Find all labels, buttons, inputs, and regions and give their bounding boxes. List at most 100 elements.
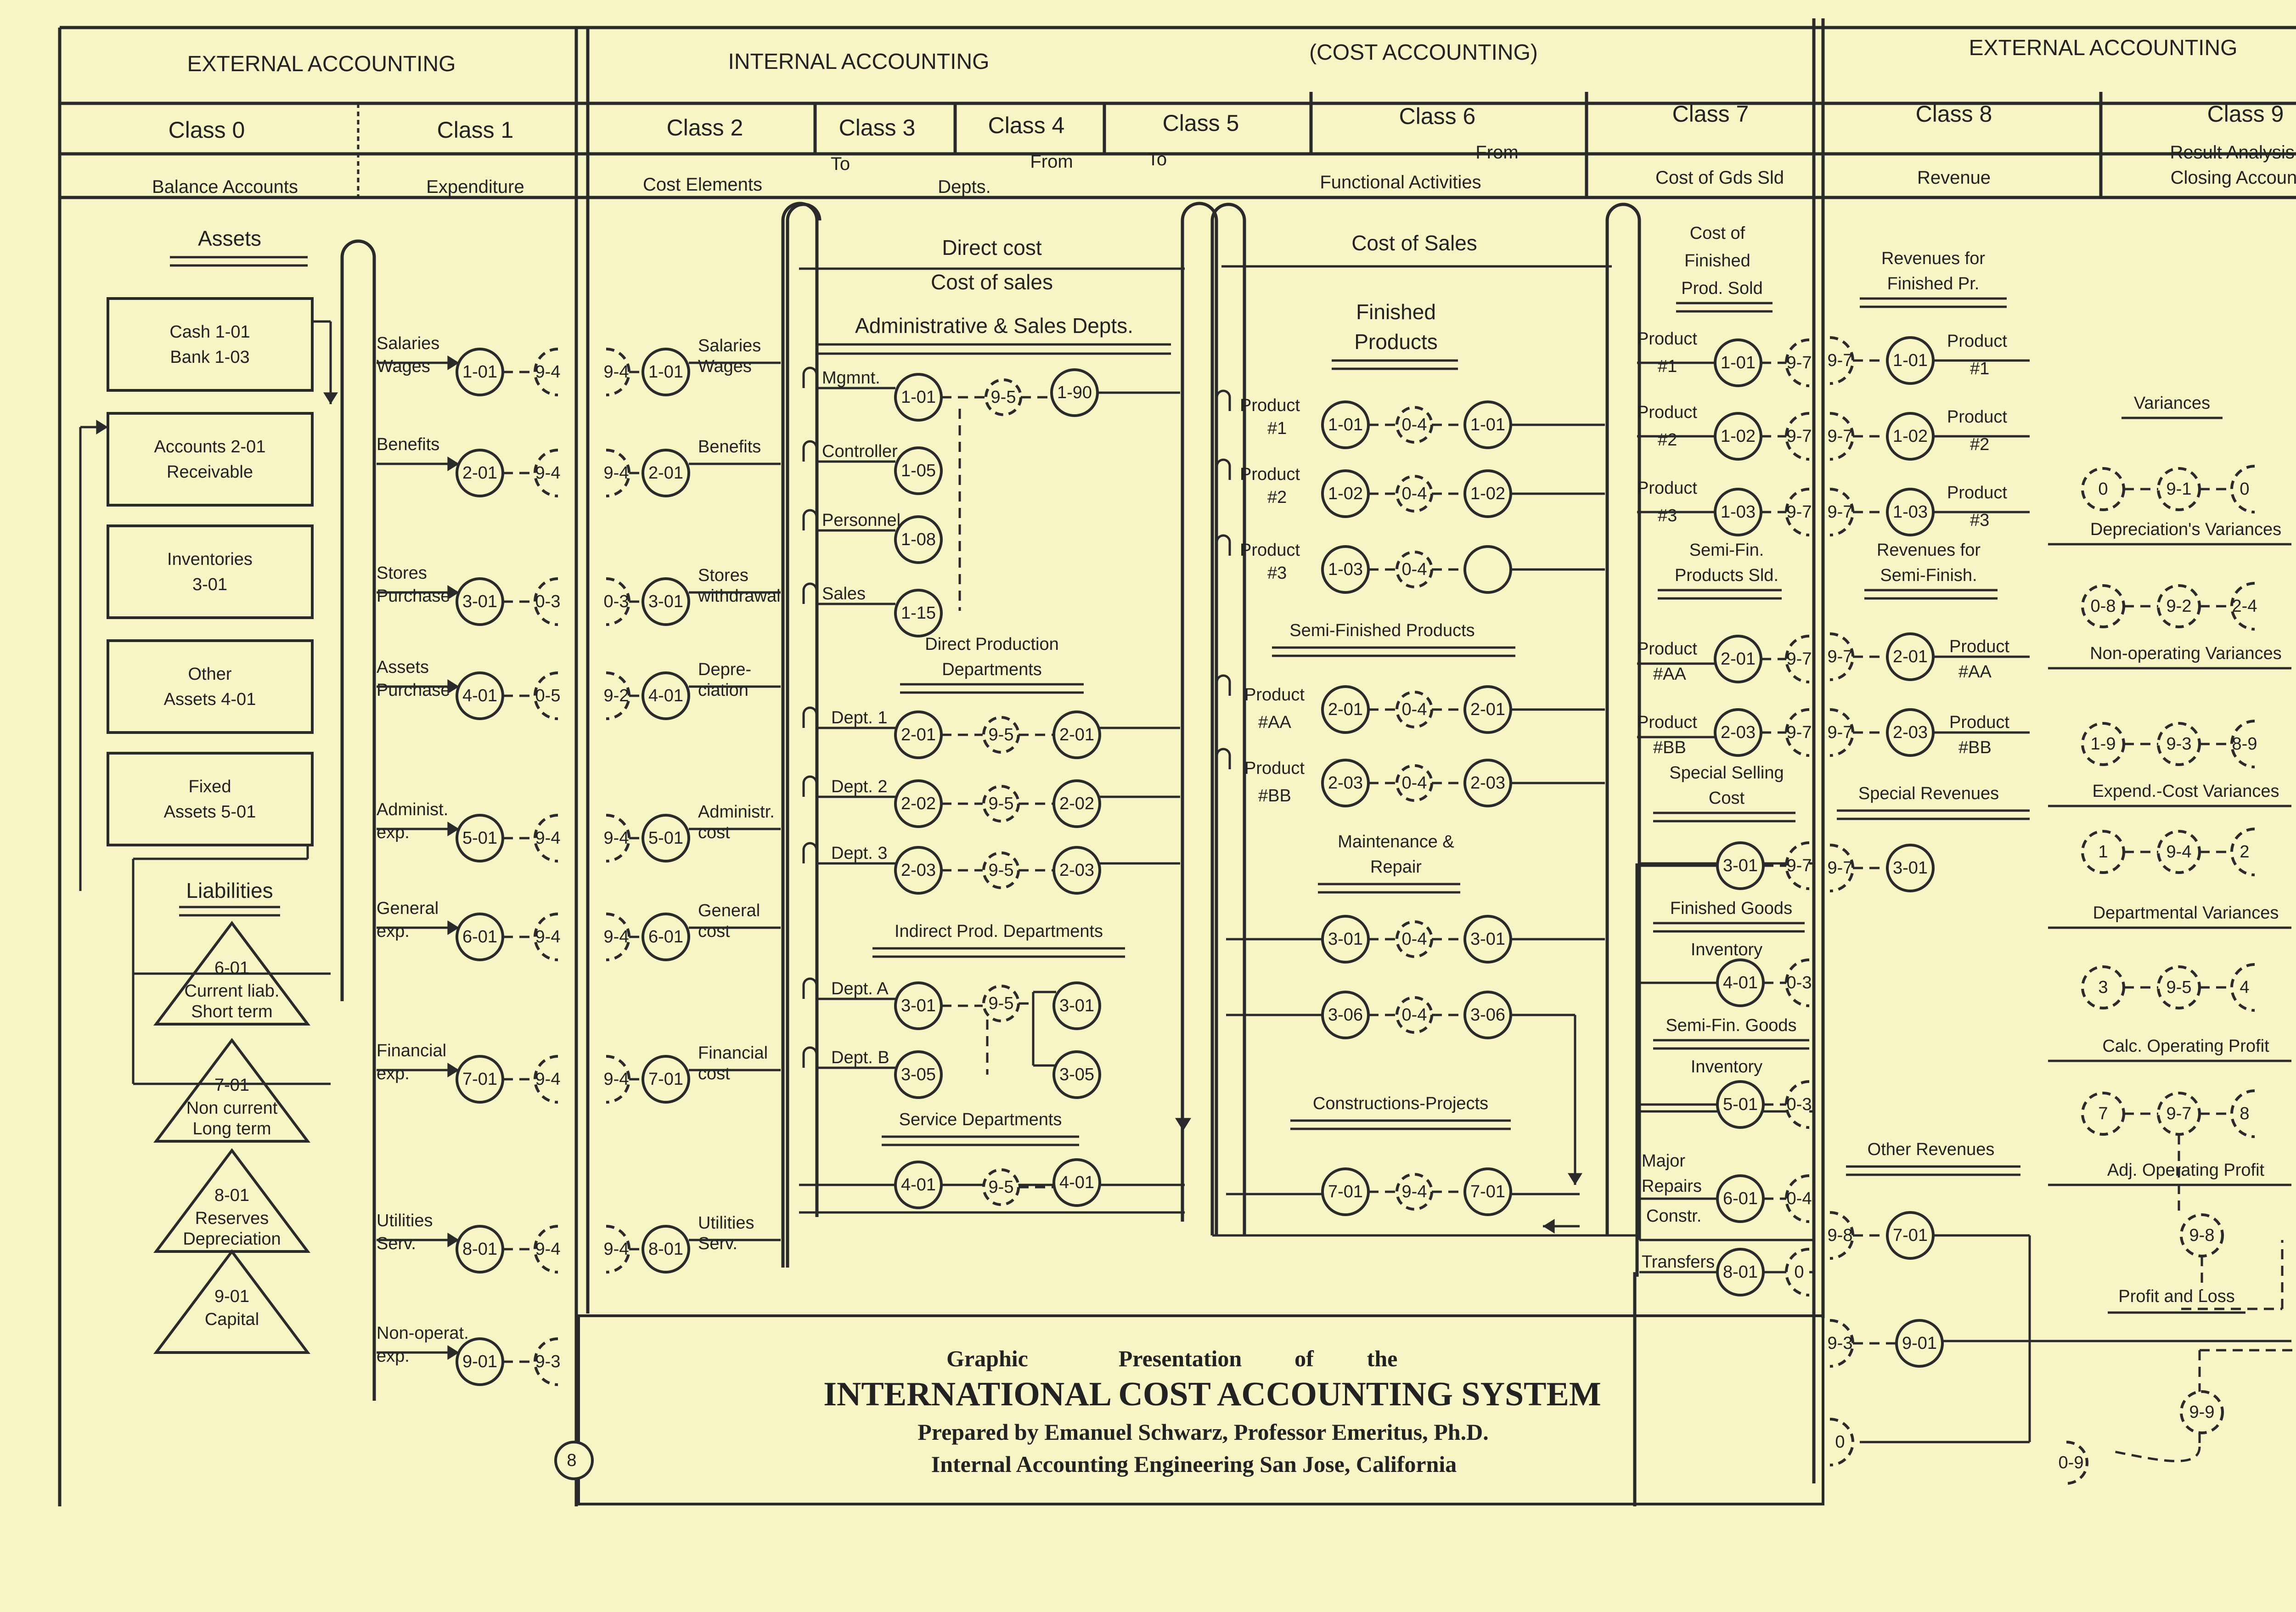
c1-row-0-label2: Wages: [377, 357, 430, 376]
semi-1-n2-label: 0-4: [1402, 773, 1427, 793]
indirect-0-n2-label: 9-5: [989, 994, 1014, 1013]
class-9-title: Class 9: [2207, 101, 2284, 127]
c1-row-5-mid2: [606, 913, 630, 961]
c7-prod-1-label2: #2: [1658, 430, 1677, 450]
asset-box-2: [107, 524, 314, 619]
c7-transfers-edge-label: 0: [1794, 1263, 1804, 1282]
c1-row-8-mid1: [534, 1337, 558, 1386]
c1-row-7-arrow: [447, 1233, 459, 1247]
c1-row-5-label2: exp.: [377, 922, 410, 941]
c7-semi-1-label1: Product: [1637, 713, 1697, 732]
c1-row-2-mid2: [606, 577, 630, 626]
indirect-0-node-label: 3-01: [901, 996, 936, 1015]
asset-box-1-line1: Accounts 2-01: [154, 437, 266, 457]
variances-title: Variances: [2134, 394, 2210, 413]
admin-0-node-label: 1-01: [901, 388, 936, 407]
class-4-title: Class 4: [988, 113, 1065, 138]
header-cost: (COST ACCOUNTING): [1309, 40, 1538, 65]
c9-row-5-c: [2230, 1089, 2255, 1138]
c7-transfers-edge: [1785, 1248, 1810, 1296]
c9-row-0-a-label: 0: [2098, 479, 2108, 499]
c1-row-6-label1: Financial: [377, 1041, 446, 1060]
caption-title: INTERNATIONAL COST ACCOUNTING SYSTEM: [823, 1375, 1601, 1413]
func-cost-of-sales: Cost of Sales: [1351, 231, 1477, 255]
c8-prod-2-label2: #3: [1970, 511, 1989, 530]
caption-line1d: the: [1367, 1346, 1398, 1371]
c9-row-4-b-label: 9-5: [2167, 978, 2192, 997]
c8-other-edge-label: 9-8: [1828, 1226, 1853, 1245]
c1-row-4-label1: Administ.: [377, 800, 448, 819]
c1-row-1-mid2-label: 9-4: [604, 463, 629, 483]
admin-3-node-label: 1-15: [901, 603, 936, 623]
admin-1-label: Controller: [822, 442, 898, 461]
c2-row-4-label1: Administr.: [698, 802, 775, 822]
c1-row-2-label2: Purchase: [377, 586, 450, 606]
c7-prod-0-edge: [1785, 338, 1810, 387]
direct-1-n3: [1052, 779, 1101, 828]
c1-row-1-mid2: [606, 449, 630, 497]
semi-0-node-label: 2-01: [1328, 700, 1363, 719]
liability-1-code: 7-01: [214, 1076, 249, 1095]
c1-row-3-mid1: [534, 671, 558, 720]
service-n3-label: 4-01: [1059, 1173, 1094, 1192]
c7-major-edge: [1785, 1174, 1810, 1223]
fin-1-label1: Product: [1240, 465, 1300, 484]
class-0-title: Class 0: [169, 117, 245, 143]
c8-semi-0-label1: Product: [1949, 637, 2009, 656]
c1-row-1-mid1: [534, 449, 558, 497]
class-3-title: Class 3: [839, 115, 916, 141]
c1-row-5-label1: General: [377, 899, 439, 918]
c7-fg-1: Finished Goods: [1670, 899, 1792, 918]
asset-box-3: [107, 639, 314, 734]
c7-special-edge-label: 9-7: [1787, 856, 1812, 875]
header-internal: INTERNAL ACCOUNTING: [728, 50, 990, 74]
c2-row-7-node-label: 8-01: [648, 1240, 683, 1259]
fin-1-n2-label: 0-4: [1402, 484, 1427, 503]
fin-0-n3-label: 1-01: [1470, 415, 1505, 434]
fin-2-n2-label: 0-4: [1402, 560, 1427, 579]
class-5-sub: To: [1148, 149, 1167, 169]
c8-bottom-node-label: 9-01: [1902, 1334, 1937, 1353]
semi-1-label2: #BB: [1258, 786, 1291, 806]
direct-1-hook: [802, 775, 818, 797]
c1-row-0-mid1: [534, 348, 558, 396]
c1-row-3-label1: Assets: [377, 658, 429, 677]
direct-1-n3-label: 2-02: [1059, 794, 1094, 813]
c8-semi-1-edge: [1829, 708, 1854, 757]
direct-0-n2-label: 9-5: [989, 725, 1014, 744]
c1-row-4-mid2-label: 9-4: [604, 829, 629, 848]
fin-2-n3: [1463, 545, 1512, 594]
c1-row-5-mid1-label: 9-4: [535, 927, 561, 947]
c1-row-6-mid2-label: 9-4: [604, 1070, 629, 1089]
semi-1-label1: Product: [1244, 759, 1305, 778]
direct-0-label: Dept. 1: [831, 708, 888, 727]
c9-row-1-c: [2230, 582, 2255, 631]
c8-prod-0-label1: Product: [1947, 332, 2007, 351]
indirect-0-n3: [1052, 981, 1101, 1030]
c8-prod-2-node-label: 1-03: [1893, 502, 1928, 522]
c2-row-0-label2: Wages: [698, 357, 752, 376]
liability-triangle-0: [153, 921, 310, 1026]
direct-2-node-label: 2-03: [901, 861, 936, 880]
admin-0-label: Mgmnt.: [822, 368, 880, 388]
semi-1-node-label: 2-03: [1328, 773, 1363, 793]
c1-row-2-mid1-label: 0-3: [535, 592, 561, 611]
semi-0-n2-label: 0-4: [1402, 700, 1427, 719]
class-8-title: Class 8: [1916, 101, 1992, 127]
class1-bottom-node: [554, 1441, 594, 1480]
asset-box-0-line1: Cash 1-01: [169, 322, 250, 342]
asset-box-4-line2: Assets 5-01: [164, 802, 256, 822]
c7-sfg-2: Inventory: [1691, 1057, 1762, 1077]
func-pipe-arrow: [1175, 1118, 1190, 1130]
class-56-sub: Functional Activities: [1320, 172, 1481, 192]
caption-author: Prepared by Emanuel Schwarz, Professor E…: [917, 1419, 1488, 1445]
indirect-title: Indirect Prod. Departments: [895, 922, 1103, 941]
c2-row-6-node-label: 7-01: [648, 1070, 683, 1089]
c7-semi-0-label1: Product: [1637, 639, 1697, 659]
class-6-sub: From: [1475, 142, 1518, 163]
